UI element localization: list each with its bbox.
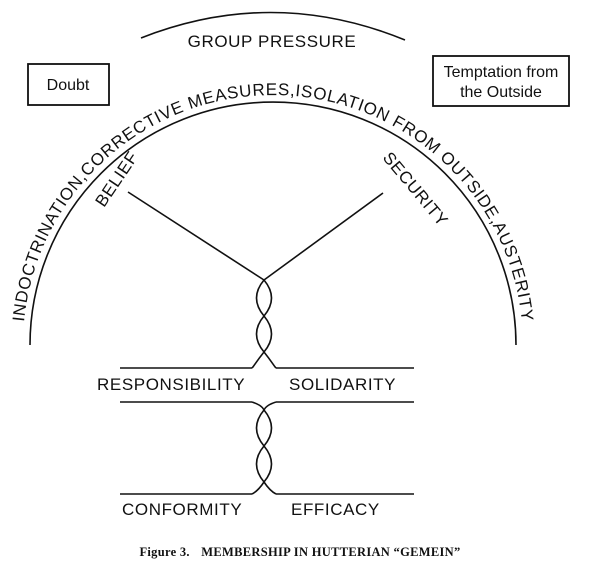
doubt-box: Doubt [27, 63, 110, 106]
caption-title: MEMBERSHIP IN HUTTERIAN “GEMEIN” [201, 545, 460, 559]
solidarity-label: SOLIDARITY [289, 375, 396, 394]
responsibility-label: RESPONSIBILITY [97, 375, 245, 394]
group-pressure-arc [140, 11, 406, 41]
temptation-label-line1: Temptation from [444, 64, 559, 81]
efficacy-label: EFFICACY [291, 500, 380, 519]
lower-braid [251, 401, 277, 495]
group-pressure-label: GROUP PRESSURE [188, 32, 357, 51]
temptation-box: Temptation from the Outside [432, 55, 570, 107]
arc-label: INDOCTRINATION,CORRECTIVE MEASURES,ISOLA… [9, 80, 537, 322]
belief-line [127, 191, 265, 281]
figure-caption: Figure 3. MEMBERSHIP IN HUTTERIAN “GEMEI… [139, 545, 460, 559]
upper-braid [251, 279, 277, 369]
security-line [263, 192, 384, 281]
temptation-label-line2: the Outside [460, 84, 542, 101]
outer-arc [29, 101, 517, 346]
doubt-label: Doubt [47, 77, 90, 94]
caption-prefix: Figure 3. [139, 545, 189, 559]
conformity-label: CONFORMITY [122, 500, 242, 519]
